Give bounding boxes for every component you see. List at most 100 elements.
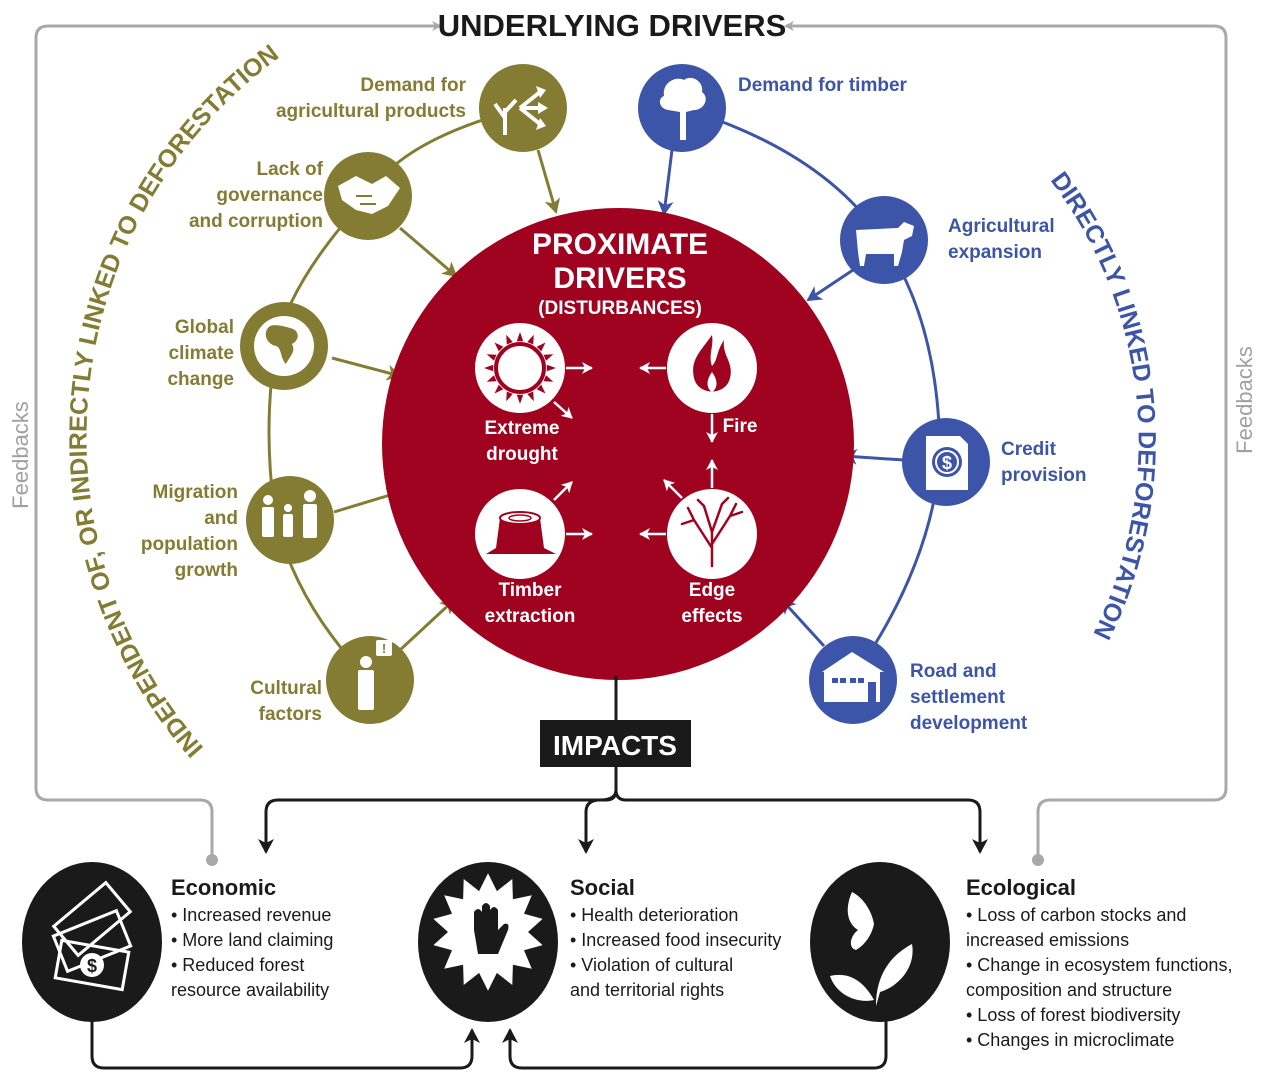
driver-label-migration-4: growth (175, 560, 238, 581)
sun-ray (536, 384, 546, 394)
disturbance-label-timber-1: Timber (498, 580, 562, 601)
driver-label-ag-expansion-2: expansion (948, 242, 1042, 263)
impact-item-social: and territorial rights (570, 980, 724, 1000)
impact-item-ecological: composition and structure (966, 980, 1172, 1000)
fire-icon (667, 323, 757, 413)
impacts-label: IMPACTS (553, 730, 677, 761)
tree-stump-icon (475, 489, 565, 579)
feedback-loop-right (784, 21, 1228, 866)
svg-text:$: $ (942, 453, 952, 473)
disturbance-label-timber-2: extraction (485, 606, 576, 627)
proximate-subtitle: (DISTURBANCES) (538, 298, 702, 319)
driver-label-migration-3: population (141, 534, 238, 555)
driver-label-credit-2: provision (1001, 465, 1087, 486)
impact-item-social: • Increased food insecurity (570, 930, 781, 950)
sun-ray (486, 375, 497, 382)
direct-drivers-arc (681, 106, 942, 683)
direct-arc-label: DIRECTLY LINKED TO DEFORESTATION (1045, 167, 1160, 644)
driver-label-ag-demand-1: Demand for (360, 75, 466, 96)
impact-item-social: • Violation of cultural (570, 955, 733, 975)
sun-ray (527, 391, 534, 402)
direct-driver-arrows (657, 149, 905, 648)
impact-item-social: • Health deterioration (570, 905, 738, 925)
underlying-drivers-title: UNDERLYING DRIVERS (438, 8, 787, 43)
family-icon (246, 476, 334, 564)
driver-label-governance-2: governance (216, 185, 323, 206)
sun-ray (486, 354, 497, 361)
handshake-icon (324, 152, 412, 240)
impact-item-economic: • More land claiming (171, 930, 333, 950)
disturbance-label-drought-2: drought (486, 444, 558, 465)
driver-label-timber-demand: Demand for timber (738, 75, 908, 96)
impact-title-social: Social (570, 875, 635, 900)
sun-ray (506, 391, 513, 402)
driver-label-climate-3: change (167, 369, 234, 390)
sun-ray (516, 332, 524, 342)
plant-arrows-icon (479, 64, 567, 152)
feedback-loop-left (34, 21, 442, 866)
house-icon (809, 636, 897, 724)
impact-item-economic: • Reduced forest (171, 955, 304, 975)
impacts-feedback-arrows (90, 1012, 888, 1070)
indirect-arc-label: INDEPENDENT OF, OR INDIRECTLY LINKED TO … (64, 39, 283, 762)
driver-label-governance-1: Lack of (256, 159, 323, 180)
stop-hand-icon (418, 862, 558, 1022)
impact-item-ecological: • Change in ecosystem functions, (966, 955, 1232, 975)
driver-label-road-2: settlement (910, 687, 1006, 708)
impact-title-economic: Economic (171, 875, 276, 900)
disturbance-label-edge-1: Edge (689, 580, 735, 601)
driver-label-ag-demand-2: agricultural products (276, 101, 466, 122)
impact-title-ecological: Ecological (966, 875, 1076, 900)
sun-ray (543, 375, 554, 382)
sun-ray (494, 342, 504, 352)
impact-item-ecological: • Loss of carbon stocks and (966, 905, 1186, 925)
impacts-branch-arrows (258, 767, 988, 854)
feedbacks-label-right: Feedbacks (1232, 346, 1257, 454)
sun-ray (494, 384, 504, 394)
sun-ray (506, 334, 513, 345)
sun-ray (527, 334, 534, 345)
driver-label-ag-expansion-1: Agricultural (948, 216, 1055, 237)
proximate-title-line-2: DRIVERS (553, 262, 686, 295)
sun-ray (516, 394, 524, 404)
disturbance-interaction-arrows (553, 362, 718, 540)
globe-icon (240, 302, 328, 390)
impact-item-ecological: • Loss of forest biodiversity (966, 1005, 1180, 1025)
disturbance-label-drought-1: Extreme (485, 418, 560, 439)
sun-ray (543, 354, 554, 361)
driver-label-road-3: development (910, 713, 1028, 734)
impact-item-ecological: • Changes in microclimate (966, 1030, 1174, 1050)
sun-ray (484, 364, 494, 372)
driver-label-migration-2: and (204, 508, 238, 529)
driver-label-cultural-1: Cultural (250, 678, 322, 699)
feedbacks-label-left: Feedbacks (8, 401, 33, 509)
driver-label-climate-1: Global (175, 317, 234, 338)
svg-text:!: ! (382, 641, 386, 656)
money-bills-icon: $ (22, 862, 162, 1022)
impact-item-economic: resource availability (171, 980, 329, 1000)
dollar-document-icon: $ (902, 418, 990, 506)
bare-shrub-icon (667, 489, 757, 579)
cow-icon (840, 196, 928, 284)
driver-label-cultural-2: factors (259, 704, 322, 725)
disturbance-label-edge-2: effects (681, 606, 742, 627)
butterfly-plant-icon (810, 862, 950, 1022)
sun-ray (546, 364, 556, 372)
person-speech-icon: ! (326, 636, 414, 724)
proximate-title-line-1: PROXIMATE (532, 228, 708, 261)
driver-label-credit-1: Credit (1001, 439, 1057, 460)
svg-text:$: $ (87, 956, 97, 976)
impact-item-ecological: increased emissions (966, 930, 1129, 950)
impact-item-economic: • Increased revenue (171, 905, 331, 925)
driver-label-migration-1: Migration (153, 482, 239, 503)
disturbance-label-fire: Fire (723, 416, 758, 437)
sun-drought-icon (475, 323, 565, 413)
driver-label-governance-3: and corruption (189, 211, 323, 232)
driver-label-climate-2: climate (169, 343, 234, 364)
impacts-box (540, 720, 691, 767)
sun-ray (536, 342, 546, 352)
driver-label-road-1: Road and (910, 661, 997, 682)
tree-icon (638, 64, 726, 152)
